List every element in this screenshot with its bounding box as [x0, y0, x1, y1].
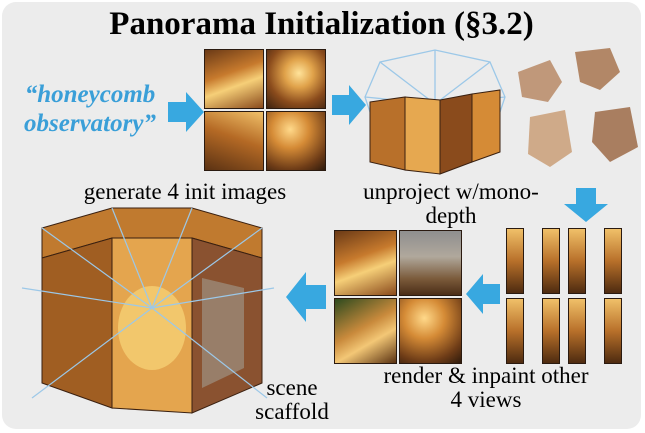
- caption-scene-2: scaffold: [255, 399, 329, 424]
- inpainted-view-1: [334, 230, 397, 296]
- partial-view-6: [542, 298, 560, 364]
- prompt-text: “honeycomb observatory”: [24, 81, 156, 137]
- caption-unproject-2: depth: [425, 203, 477, 228]
- caption-render-1: render & inpaint other: [383, 363, 589, 388]
- partial-view-2: [542, 228, 560, 294]
- arrow-right-icon: [168, 92, 204, 132]
- diagram-title: Panorama Initialization (§3.2): [109, 6, 534, 42]
- partial-view-3: [568, 228, 586, 294]
- partial-views: [502, 228, 626, 366]
- init-images-grid: [204, 49, 328, 173]
- scene-scaffold: [21, 207, 275, 414]
- partial-view-5: [506, 298, 524, 364]
- init-image-4: [266, 111, 326, 171]
- partial-view-8: [604, 298, 622, 364]
- point-cloud: [518, 48, 638, 167]
- partial-view-1: [506, 228, 524, 294]
- partial-view-4: [604, 228, 622, 294]
- caption-unproject-1: unproject w/mono-: [363, 179, 539, 204]
- caption-render-2: 4 views: [450, 387, 522, 412]
- arrow-left-icon: [286, 272, 326, 322]
- partial-view-7: [568, 298, 586, 364]
- arrow-left-icon: [466, 274, 500, 314]
- arrow-down-icon: [564, 188, 608, 222]
- caption-scene-1: scene: [266, 375, 318, 400]
- inpainted-view-4: [399, 298, 462, 364]
- inpainted-views-grid: [334, 230, 464, 366]
- inpainted-view-2: [399, 230, 462, 296]
- diagram-panel: Panorama Initialization (§3.2) “honeycom…: [2, 2, 641, 429]
- init-image-2: [266, 49, 326, 109]
- unprojected-frustums: [364, 49, 506, 175]
- caption-generate: generate 4 init images: [83, 179, 287, 204]
- init-image-3: [204, 111, 264, 171]
- inpainted-view-3: [334, 298, 397, 364]
- init-image-1: [204, 49, 264, 109]
- arrow-right-icon: [332, 85, 366, 125]
